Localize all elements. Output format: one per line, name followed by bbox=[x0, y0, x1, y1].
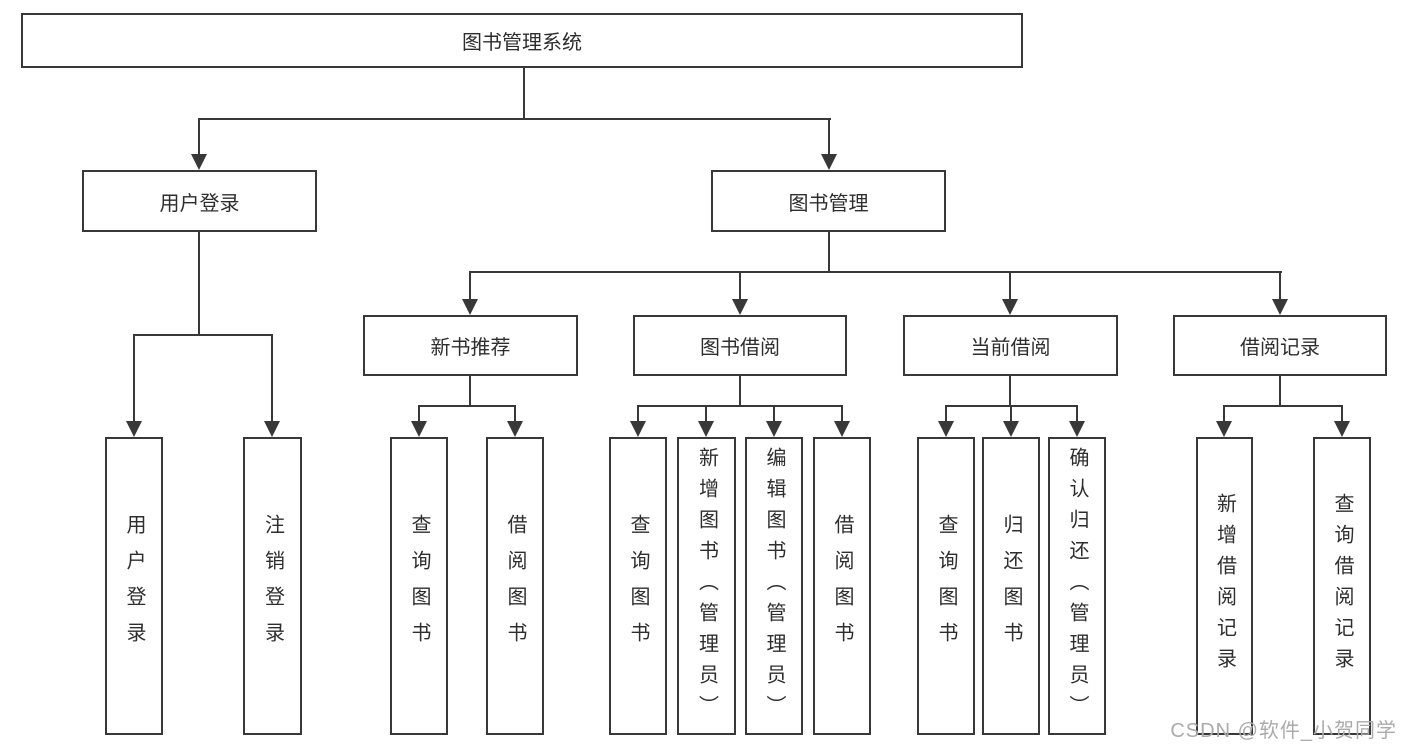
arrowhead-down-icon bbox=[411, 421, 427, 437]
connector-line bbox=[1076, 405, 1078, 424]
connector-line bbox=[828, 232, 830, 273]
arrowhead-down-icon bbox=[821, 154, 837, 170]
leaf-user-login: 用户登录 bbox=[105, 437, 163, 735]
arrowhead-down-icon bbox=[834, 421, 850, 437]
leaf-cb-query-books: 查询图书 bbox=[917, 437, 975, 735]
connector-line bbox=[1279, 376, 1281, 407]
connector-line bbox=[198, 118, 831, 120]
arrowhead-down-icon bbox=[732, 299, 748, 315]
arrowhead-down-icon bbox=[507, 421, 523, 437]
connector-line bbox=[1279, 271, 1281, 302]
arrowhead-down-icon bbox=[698, 421, 714, 437]
connector-line bbox=[514, 405, 516, 424]
arrowhead-down-icon bbox=[1002, 299, 1018, 315]
connector-line bbox=[133, 334, 135, 424]
connector-line bbox=[1223, 405, 1225, 424]
connector-line bbox=[1010, 405, 1012, 424]
leaf-logout: 注销登录 bbox=[243, 437, 302, 735]
connector-line bbox=[945, 405, 947, 424]
connector-line bbox=[271, 334, 273, 424]
arrowhead-down-icon bbox=[462, 299, 478, 315]
arrowhead-down-icon bbox=[191, 154, 207, 170]
connector-line bbox=[773, 405, 775, 424]
arrowhead-down-icon bbox=[630, 421, 646, 437]
arrowhead-down-icon bbox=[766, 421, 782, 437]
leaf-rc-query-borrow-record: 查询借阅记录 bbox=[1313, 437, 1371, 735]
arrowhead-down-icon bbox=[1216, 421, 1232, 437]
connector-line bbox=[637, 405, 639, 424]
connector-line bbox=[1223, 405, 1343, 407]
arrowhead-down-icon bbox=[264, 421, 280, 437]
leaf-bw-query-books: 查询图书 bbox=[609, 437, 667, 735]
connector-line bbox=[705, 405, 707, 424]
connector-line bbox=[469, 271, 471, 302]
node-root: 图书管理系统 bbox=[21, 13, 1023, 68]
arrowhead-down-icon bbox=[1334, 421, 1350, 437]
leaf-bw-edit-books-admin: 编辑图书（管理员） bbox=[745, 437, 803, 735]
connector-line bbox=[523, 68, 525, 120]
connector-line bbox=[739, 271, 741, 302]
connector-line bbox=[418, 405, 420, 424]
connector-line bbox=[198, 232, 200, 336]
connector-line bbox=[418, 405, 516, 407]
leaf-nb-borrow-books: 借阅图书 bbox=[486, 437, 544, 735]
arrowhead-down-icon bbox=[1003, 421, 1019, 437]
node-book-management: 图书管理 bbox=[711, 170, 946, 232]
node-new-book-recommend: 新书推荐 bbox=[363, 315, 578, 376]
leaf-nb-query-books: 查询图书 bbox=[390, 437, 448, 735]
connector-line bbox=[1009, 271, 1011, 302]
connector-line bbox=[469, 271, 1282, 273]
connector-line bbox=[1009, 376, 1011, 407]
watermark: CSDN @软件_小贺同学 bbox=[1170, 720, 1397, 742]
arrowhead-down-icon bbox=[1069, 421, 1085, 437]
connector-line bbox=[841, 405, 843, 424]
leaf-cb-confirm-return-admin: 确认归还（管理员） bbox=[1048, 437, 1106, 735]
connector-line bbox=[637, 405, 843, 407]
leaf-cb-return-books: 归还图书 bbox=[982, 437, 1040, 735]
connector-line bbox=[828, 118, 830, 157]
node-user-login: 用户登录 bbox=[82, 170, 317, 232]
node-borrow-records: 借阅记录 bbox=[1173, 315, 1387, 376]
leaf-bw-borrow-books: 借阅图书 bbox=[813, 437, 871, 735]
arrowhead-down-icon bbox=[126, 421, 142, 437]
node-current-borrow: 当前借阅 bbox=[903, 315, 1118, 376]
arrowhead-down-icon bbox=[938, 421, 954, 437]
connector-line bbox=[469, 376, 471, 407]
leaf-bw-add-books-admin: 新增图书（管理员） bbox=[677, 437, 736, 735]
arrowhead-down-icon bbox=[1272, 299, 1288, 315]
connector-line bbox=[739, 376, 741, 407]
connector-line bbox=[1341, 405, 1343, 424]
connector-line bbox=[198, 118, 200, 157]
node-book-borrow: 图书借阅 bbox=[633, 315, 847, 376]
leaf-rc-add-borrow-record: 新增借阅记录 bbox=[1196, 437, 1253, 735]
connector-line bbox=[133, 334, 273, 336]
